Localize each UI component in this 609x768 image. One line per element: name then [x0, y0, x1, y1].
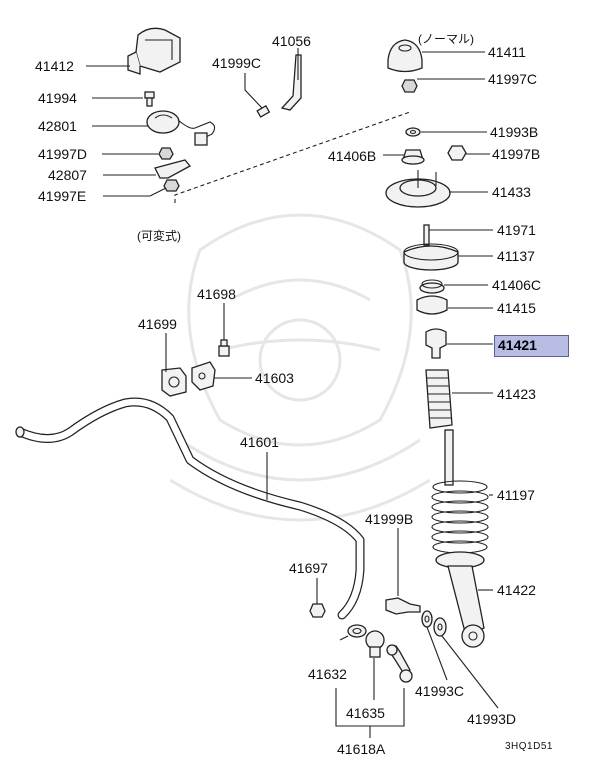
- part-41697[interactable]: [309, 603, 326, 618]
- label-41999C[interactable]: 41999C: [212, 55, 262, 71]
- label-41603[interactable]: 41603: [255, 370, 294, 386]
- part-41618A[interactable]: [386, 644, 413, 683]
- label-41699[interactable]: 41699: [138, 316, 177, 332]
- part-41997D[interactable]: [158, 147, 174, 160]
- part-41993D[interactable]: [433, 617, 447, 637]
- label-41601[interactable]: 41601: [240, 434, 279, 450]
- label-41433[interactable]: 41433: [492, 184, 531, 200]
- part-41971[interactable]: [423, 224, 430, 246]
- label-41632[interactable]: 41632: [308, 666, 347, 682]
- label-41423[interactable]: 41423: [497, 386, 536, 402]
- dashed-link-variable: [174, 111, 411, 203]
- label-41999B[interactable]: 41999B: [365, 511, 414, 527]
- label-41997D[interactable]: 41997D: [38, 146, 88, 162]
- part-42801[interactable]: [146, 110, 216, 146]
- label-41412[interactable]: 41412: [35, 58, 74, 74]
- diagram-code: 3HQ1D51: [505, 741, 553, 752]
- label-42807[interactable]: 42807: [48, 167, 87, 183]
- label-41697[interactable]: 41697: [289, 560, 328, 576]
- leader-41993C: [426, 626, 448, 681]
- part-41994[interactable]: [144, 91, 155, 107]
- part-41197[interactable]: [431, 429, 489, 554]
- part-41433[interactable]: [385, 170, 451, 208]
- part-41423[interactable]: [425, 369, 453, 429]
- part-41406C[interactable]: [419, 279, 445, 294]
- label-41406B[interactable]: 41406B: [328, 148, 377, 164]
- label-41422[interactable]: 41422: [497, 582, 536, 598]
- part-41993C[interactable]: [421, 610, 433, 628]
- label-41406C[interactable]: 41406C: [492, 277, 542, 293]
- leader-41999C: [244, 73, 263, 109]
- label-41421[interactable]: 41421: [498, 337, 537, 353]
- label-41618A[interactable]: 41618A: [337, 741, 386, 757]
- label-41994[interactable]: 41994: [38, 90, 77, 106]
- part-41056[interactable]: [280, 54, 302, 111]
- part-41699[interactable]: [161, 367, 187, 397]
- part-41421[interactable]: [425, 328, 447, 359]
- label-41993B[interactable]: 41993B: [490, 124, 539, 140]
- part-41997E[interactable]: [163, 179, 180, 192]
- label-41993D[interactable]: 41993D: [467, 711, 517, 727]
- part-41993B[interactable]: [405, 127, 421, 137]
- part-41137[interactable]: [403, 243, 459, 271]
- label-41997C[interactable]: 41997C: [488, 71, 538, 87]
- part-41601[interactable]: [15, 397, 365, 620]
- label-41635[interactable]: 41635: [346, 705, 385, 721]
- highlight-41421: [494, 335, 569, 357]
- part-41422[interactable]: [435, 551, 485, 648]
- label-41415[interactable]: 41415: [497, 300, 536, 316]
- part-41632[interactable]: [347, 624, 367, 638]
- label-41137[interactable]: 41137: [497, 248, 535, 264]
- part-41412[interactable]: [127, 27, 181, 75]
- part-42807[interactable]: [154, 159, 192, 179]
- part-41999C[interactable]: [256, 105, 271, 118]
- label-41971[interactable]: 41971: [497, 222, 536, 238]
- label-variable-type: (可変式): [137, 229, 181, 243]
- label-41993C[interactable]: 41993C: [415, 683, 465, 699]
- leader-41993D: [441, 635, 499, 709]
- part-41997C[interactable]: [401, 79, 418, 93]
- part-41406B[interactable]: [401, 149, 425, 165]
- label-41997B[interactable]: 41997B: [492, 146, 541, 162]
- label-41698[interactable]: 41698: [197, 286, 236, 302]
- part-41415[interactable]: [416, 295, 448, 315]
- part-41635[interactable]: [365, 630, 385, 658]
- part-41411[interactable]: [387, 39, 423, 73]
- label-41997E[interactable]: 41997E: [38, 188, 87, 204]
- leader-41997E-b: [149, 187, 167, 197]
- part-41997B[interactable]: [447, 145, 467, 161]
- part-41698[interactable]: [218, 339, 230, 357]
- leader-41632: [339, 635, 349, 641]
- part-41603[interactable]: [191, 361, 216, 391]
- label-41197[interactable]: 41197: [497, 487, 535, 503]
- part-41999B[interactable]: [385, 597, 421, 615]
- label-41411[interactable]: 41411: [488, 44, 526, 60]
- label-42801[interactable]: 42801: [38, 118, 77, 134]
- label-normal-type: (ノーマル): [418, 32, 474, 46]
- label-41056[interactable]: 41056: [272, 33, 311, 49]
